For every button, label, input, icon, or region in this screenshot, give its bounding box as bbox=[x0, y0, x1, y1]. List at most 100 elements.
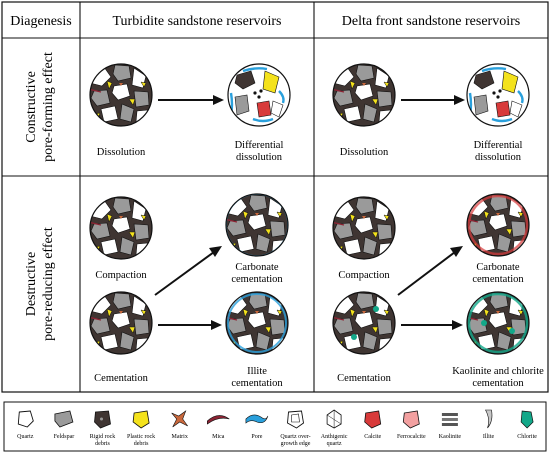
ferrocalcite-icon bbox=[402, 410, 420, 429]
mica-icon bbox=[207, 415, 230, 425]
svg-text:Destructive: Destructive bbox=[24, 252, 39, 317]
legend-item: Illite bbox=[483, 409, 495, 440]
turbidite-illite-cementation-circle bbox=[225, 291, 289, 355]
t-dissolution-label: Dissolution bbox=[97, 147, 146, 158]
destructive-row-label: Destructive pore-reducing effect bbox=[24, 227, 56, 341]
turbidite-header: Turbidite sandstone reservoirs bbox=[112, 14, 281, 29]
legend-label: Plastic rock bbox=[127, 434, 155, 440]
calcite-icon bbox=[364, 410, 382, 429]
svg-text:cementation: cementation bbox=[472, 274, 524, 285]
svg-text:Differential: Differential bbox=[235, 140, 284, 151]
legend-label: Mica bbox=[212, 434, 225, 440]
legend-label: Feldspar bbox=[54, 434, 75, 440]
svg-text:Carbonate: Carbonate bbox=[235, 262, 278, 273]
d-dissolution-label: Dissolution bbox=[340, 147, 389, 158]
turbidite-cementation-circle bbox=[89, 291, 153, 355]
legend-item: Kaolinite bbox=[439, 413, 462, 440]
legend-item: Chlorite bbox=[517, 410, 537, 440]
arrow-delta-to-carbonate bbox=[397, 246, 463, 296]
arrow-turbidite-to-illite bbox=[158, 320, 222, 330]
svg-text:pore-reducing effect: pore-reducing effect bbox=[41, 227, 56, 341]
legend-label: growth edge bbox=[281, 441, 311, 447]
delta-kaolinite-chlorite-cementation-circle bbox=[466, 291, 530, 355]
arrow-delta-dissolution bbox=[401, 95, 465, 105]
legend-label: Matrix bbox=[172, 434, 188, 440]
t-cementation-label: Cementation bbox=[94, 373, 148, 384]
legend-label: Quartz over- bbox=[280, 434, 310, 440]
svg-text:dissolution: dissolution bbox=[475, 152, 522, 163]
d-compaction-label: Compaction bbox=[338, 270, 390, 281]
svg-text:Constructive: Constructive bbox=[24, 71, 39, 143]
delta-carbonate-cementation-circle bbox=[466, 193, 530, 257]
pore-icon bbox=[245, 414, 269, 424]
legend-item: Calcite bbox=[364, 410, 382, 440]
svg-text:cementation: cementation bbox=[472, 378, 524, 389]
kaolinite-icon bbox=[441, 413, 458, 426]
legend-label: debris bbox=[95, 441, 110, 447]
legend-item: Ferrocalcite bbox=[397, 410, 426, 440]
d-carbonate-cementation-label: Carbonate cementation bbox=[472, 262, 524, 285]
plastic-rock-debris-icon bbox=[132, 410, 150, 429]
legend-item: Matrix bbox=[171, 410, 188, 440]
legend-item: Mica bbox=[207, 415, 230, 440]
legend-item: Quartz over-growth edge bbox=[280, 410, 311, 447]
delta-differential-dissolution-circle bbox=[466, 63, 530, 127]
t-illite-cementation-label: Illite cementation bbox=[231, 366, 283, 389]
turbidite-dissolution-circle bbox=[89, 63, 153, 127]
turbidite-differential-dissolution-circle bbox=[227, 63, 291, 127]
turbidite-compaction-circle bbox=[89, 196, 153, 260]
legend-label: Illite bbox=[483, 434, 495, 440]
chlorite-icon bbox=[520, 410, 534, 429]
svg-text:Carbonate: Carbonate bbox=[476, 262, 519, 273]
d-differential-dissolution-label: Differential dissolution bbox=[474, 140, 523, 163]
legend-label: Pore bbox=[251, 434, 262, 440]
legend-item: Pore bbox=[245, 414, 269, 440]
legend-label: Calcite bbox=[364, 434, 381, 440]
t-carbonate-cementation-label: Carbonate cementation bbox=[231, 262, 283, 285]
legend-label: Chlorite bbox=[517, 434, 537, 440]
svg-text:dissolution: dissolution bbox=[236, 152, 283, 163]
arrow-turbidite-dissolution bbox=[158, 95, 224, 105]
svg-text:Kaolinite and chlorite: Kaolinite and chlorite bbox=[452, 366, 544, 377]
matrix-icon bbox=[171, 410, 188, 428]
quartz-icon bbox=[17, 410, 34, 428]
legend-label: Kaolinite bbox=[439, 434, 462, 440]
svg-text:cementation: cementation bbox=[231, 378, 283, 389]
legend-label: Anthigenic bbox=[321, 434, 348, 440]
constructive-row-label: Constructive pore-forming effect bbox=[24, 52, 56, 162]
d-kaolinite-chlorite-cementation-label: Kaolinite and chlorite cementation bbox=[452, 366, 544, 389]
delta-header: Delta front sandstone reservoirs bbox=[342, 14, 520, 29]
delta-compaction-circle bbox=[332, 196, 396, 260]
quartz-overgrowth-edge-icon bbox=[287, 410, 304, 429]
legend-label: quartz bbox=[327, 441, 342, 447]
anthigenic-quartz-icon bbox=[326, 409, 342, 429]
turbidite-carbonate-cementation-circle bbox=[225, 193, 289, 257]
svg-text:pore-forming effect: pore-forming effect bbox=[41, 52, 56, 162]
legend-item: Feldspar bbox=[54, 410, 75, 440]
table-frame bbox=[1, 1, 549, 393]
t-compaction-label: Compaction bbox=[95, 270, 147, 281]
legend-label: Quartz bbox=[17, 434, 34, 440]
svg-text:Differential: Differential bbox=[474, 140, 523, 151]
diagenesis-header: Diagenesis bbox=[10, 14, 71, 29]
illite-icon bbox=[484, 409, 493, 429]
arrow-delta-to-kaolinite bbox=[401, 320, 463, 330]
delta-dissolution-circle bbox=[332, 63, 396, 127]
legend-item: Quartz bbox=[17, 410, 34, 440]
arrow-turbidite-to-carbonate bbox=[154, 246, 222, 296]
legend-label: debris bbox=[134, 441, 149, 447]
feldspar-icon bbox=[54, 410, 74, 428]
svg-text:cementation: cementation bbox=[231, 274, 283, 285]
d-cementation-label: Cementation bbox=[337, 373, 391, 384]
t-differential-dissolution-label: Differential dissolution bbox=[235, 140, 284, 163]
legend-label: Rigid rock bbox=[90, 434, 116, 440]
delta-cementation-circle bbox=[332, 291, 396, 355]
legend-label: Ferrocalcite bbox=[397, 434, 426, 440]
rigid-rock-debris-icon bbox=[94, 410, 111, 429]
svg-text:Illite: Illite bbox=[247, 366, 267, 377]
